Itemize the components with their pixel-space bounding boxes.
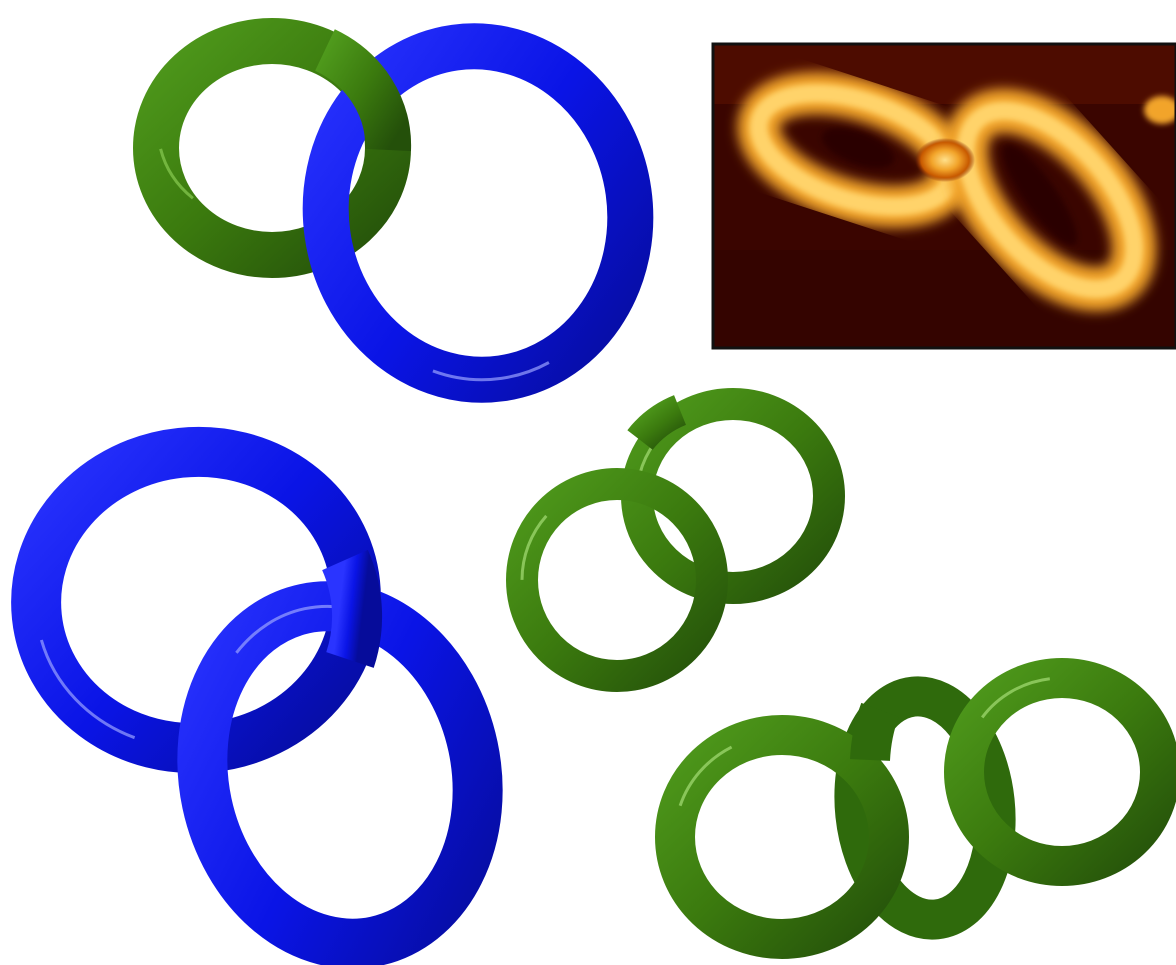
green-ring-overlap	[870, 710, 880, 760]
blue-ring-overlap	[345, 560, 357, 660]
afm-image	[713, 44, 1176, 348]
green-catenane	[522, 404, 829, 676]
green-three-ring-catenane	[675, 678, 1160, 939]
blue-green-catenane	[156, 26, 652, 399]
blue-catenane	[21, 436, 508, 965]
